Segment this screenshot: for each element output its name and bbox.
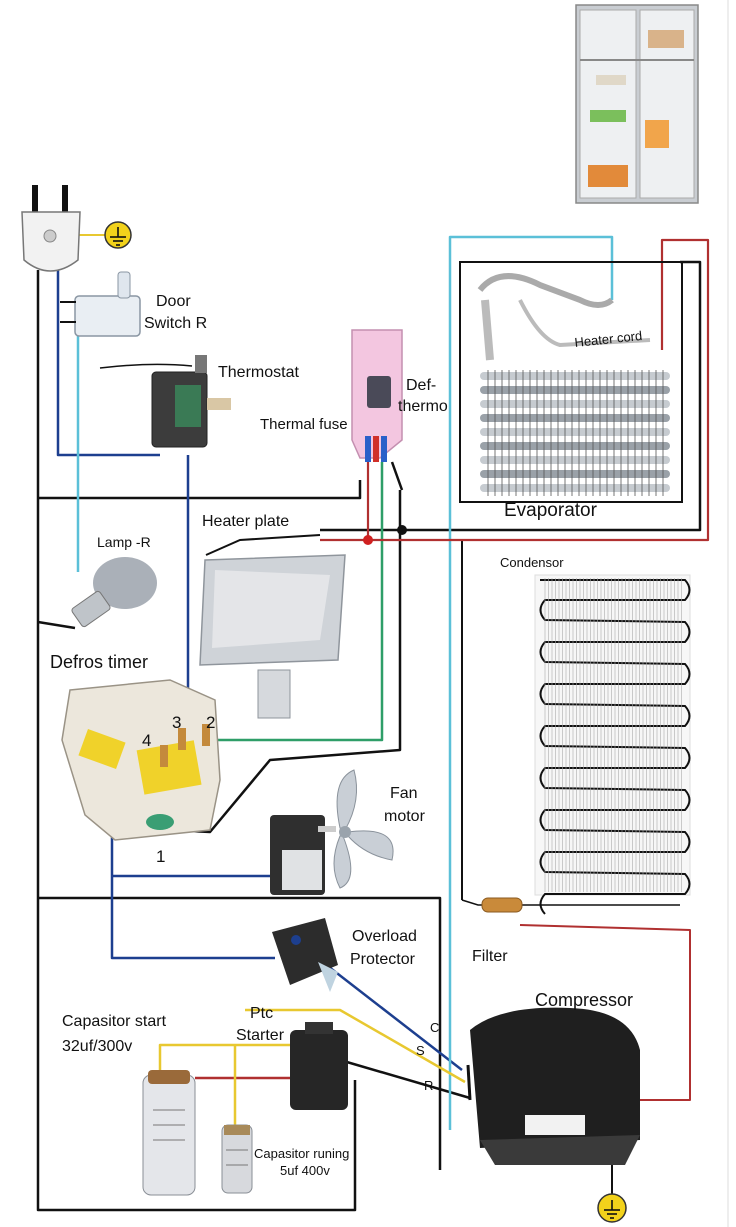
heater-plate-label: Heater plate [202, 513, 289, 530]
ground-icon [104, 221, 132, 249]
door-switch [60, 271, 141, 337]
condenser [534, 574, 691, 915]
filter-label: Filter [472, 948, 508, 965]
timer-terminal-1: 1 [156, 847, 165, 866]
evaporator-fin [480, 400, 670, 408]
cap-start-label-line2: 32uf/300v [62, 1038, 132, 1055]
evaporator-fin [480, 428, 670, 436]
terminal-s-label: S [416, 1043, 425, 1058]
condensor-label: Condensor [500, 555, 564, 570]
evaporator-fin [480, 456, 670, 464]
fan-blade-icon [333, 769, 394, 889]
black-wire-thermostat-bus [38, 480, 362, 500]
bulb-icon [71, 557, 157, 628]
timer-terminal-3: 3 [172, 713, 181, 732]
black-wire-heater-plate [320, 260, 702, 532]
junction-dot-black [397, 525, 407, 535]
run-capacitor [221, 1124, 253, 1194]
cap-run-label-line2: 5uf 400v [280, 1163, 330, 1178]
junction-dot-red [363, 535, 373, 545]
black-wire-defthermo-right [390, 461, 404, 491]
ptc-label-line1: Ptc [250, 1005, 273, 1022]
cap-start-label-line1: Capasitor start [62, 1013, 167, 1030]
ptc-starter [290, 1022, 348, 1110]
ptc-label-line2: Starter [236, 1027, 285, 1044]
evaporator-fin [480, 484, 670, 492]
evaporator-fin [480, 372, 670, 380]
door-switch-label-line1: Door [156, 293, 191, 310]
def-thermo-label-line1: Def- [406, 377, 436, 394]
thermostat [99, 355, 231, 448]
evaporator-fins [480, 370, 670, 496]
evaporator-fin [480, 442, 670, 450]
def-thermo-label-line2: thermo [398, 398, 448, 415]
thermostat-label: Thermostat [218, 364, 299, 381]
terminal-r-label: R [424, 1078, 433, 1093]
blue-wire-overload-compressor [319, 959, 463, 1071]
heater-plate [199, 534, 346, 719]
timer-terminal-4: 4 [142, 731, 151, 750]
defros-timer-label: Defros timer [50, 652, 148, 672]
refrigerator-icon [575, 4, 699, 204]
defrost-thermostat [351, 329, 403, 462]
green-wire-timer-defthermo [215, 462, 384, 742]
evaporator-fin [480, 414, 670, 422]
compressor-label: Compressor [535, 990, 633, 1010]
evaporator-label: Evaporator [504, 500, 598, 521]
lamp-label: Lamp -R [97, 534, 151, 550]
cap-run-label-line1: Capasitor runing [254, 1146, 349, 1161]
heater-cord-label: Heater cord [574, 328, 643, 350]
compressor [466, 1007, 640, 1165]
defrost-timer [61, 679, 221, 841]
terminal-c-label: C [430, 1020, 439, 1035]
overload-protector [272, 918, 338, 992]
timer-terminal-2: 2 [206, 713, 215, 732]
plug-icon [21, 185, 81, 272]
thermal-fuse-label: Thermal fuse [260, 416, 348, 433]
ground-icon [597, 1165, 627, 1223]
red-wire-evaporator-heater [320, 238, 710, 542]
overload-label-line2: Protector [350, 951, 416, 968]
condenser-coils [539, 578, 691, 915]
filter [461, 897, 680, 913]
yellow-wire-ptc-cap [158, 1043, 290, 1070]
start-capacitor [142, 1070, 196, 1196]
black-wire-timer-return [169, 490, 402, 834]
black-wire-lamp-bus [37, 620, 76, 630]
cyan-wire-heater-cord [448, 235, 614, 1130]
blue-wire-door-thermostat [56, 270, 160, 457]
fan-motor [270, 815, 336, 895]
door-switch-label-line2: Switch R [144, 315, 207, 332]
black-wire-fan [38, 896, 442, 1170]
black-wire-ptc-r [339, 1058, 471, 1100]
evaporator [459, 261, 683, 503]
yellow-wire-ptc-s [245, 1008, 466, 1084]
red-wire-compressor-loop [519, 924, 691, 1101]
black-wire-left-rail [36, 270, 357, 1212]
evaporator-fin [480, 470, 670, 478]
fan-motor-label-line2: motor [384, 808, 426, 825]
fan-motor-label-line1: Fan [390, 785, 418, 802]
overload-label-line1: Overload [352, 928, 417, 945]
evaporator-fin [480, 386, 670, 394]
